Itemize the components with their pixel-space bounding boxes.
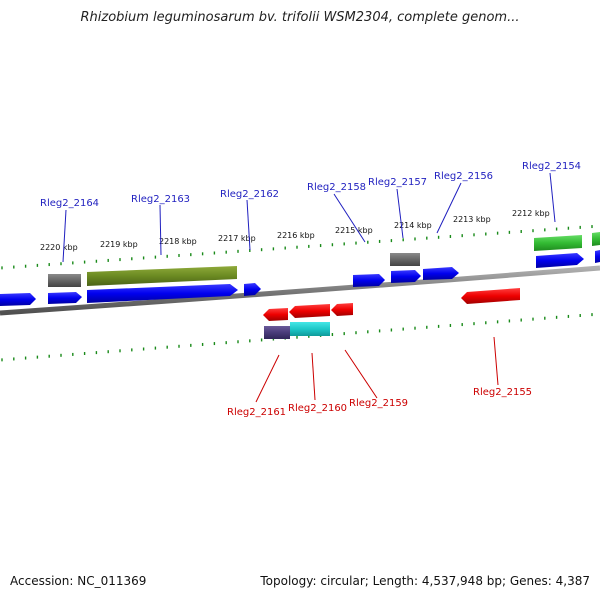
gene-label[interactable]: Rleg2_2158 [307, 182, 366, 193]
gene-arrow-reverse[interactable] [331, 303, 353, 316]
gene-label[interactable]: Rleg2_2161 [227, 407, 286, 418]
gene-label[interactable]: Rleg2_2159 [349, 398, 408, 409]
gene-block-gray[interactable] [390, 253, 420, 266]
kbp-tick-label: 2219 kbp [100, 240, 138, 249]
accession-label: Accession: NC_011369 [10, 574, 147, 588]
kbp-tick-label: 2215 kbp [335, 226, 373, 235]
genome-title: Rhizobium leguminosarum bv. trifolii WSM… [80, 10, 520, 25]
gene-label[interactable]: Rleg2_2156 [434, 171, 493, 182]
kbp-tick-label: 2216 kbp [277, 231, 315, 240]
gene-arrow-reverse[interactable] [461, 288, 520, 304]
gene-leaders-top [62, 172, 556, 263]
kbp-tick-label: 2218 kbp [159, 237, 197, 246]
gene-arrow-reverse[interactable] [289, 304, 330, 318]
gene-arrow-forward[interactable] [0, 293, 36, 306]
gene-arrow-forward[interactable] [423, 267, 459, 280]
gene-block-gray[interactable] [48, 274, 81, 287]
kbp-tick-label: 2213 kbp [453, 215, 491, 224]
gene-label[interactable]: Rleg2_2155 [473, 387, 532, 398]
genome-summary: Topology: circular; Length: 4,537,948 bp… [260, 574, 590, 588]
gene-arrow-forward[interactable] [87, 284, 238, 303]
kbp-tick-label: 2220 kbp [40, 243, 78, 252]
gene-block-cyan[interactable] [290, 322, 330, 336]
gene-labels-top: Rleg2_2164 Rleg2_2163 Rleg2_2162 Rleg2_2… [40, 161, 581, 209]
forward-strand-genes [0, 232, 600, 306]
gene-block-green[interactable] [592, 232, 600, 246]
gene-arrow-reverse[interactable] [263, 308, 288, 321]
genome-backbone [0, 265, 600, 316]
kbp-scale: 2220 kbp 2219 kbp 2218 kbp 2217 kbp 2216… [40, 209, 550, 252]
gene-label[interactable]: Rleg2_2164 [40, 198, 99, 209]
kbp-tick-label: 2212 kbp [512, 209, 550, 218]
gene-arrow-forward[interactable] [48, 292, 82, 304]
gene-block-green[interactable] [534, 235, 582, 251]
gene-block-purple[interactable] [264, 326, 290, 339]
gene-arrow-forward[interactable] [536, 253, 584, 268]
kbp-tick-label: 2214 kbp [394, 221, 432, 230]
gene-leaders-bottom [255, 336, 499, 403]
gene-arrow-forward[interactable] [391, 270, 421, 283]
gene-labels-bottom: Rleg2_2161 Rleg2_2160 Rleg2_2159 Rleg2_2… [227, 387, 532, 418]
kbp-tick-label: 2217 kbp [218, 234, 256, 243]
gene-label[interactable]: Rleg2_2154 [522, 161, 581, 172]
reverse-strand-genes [263, 288, 520, 339]
gene-label[interactable]: Rleg2_2163 [131, 194, 190, 205]
gene-label[interactable]: Rleg2_2160 [288, 403, 347, 414]
gene-block-olive[interactable] [87, 266, 237, 286]
gene-label[interactable]: Rleg2_2157 [368, 177, 427, 188]
gene-arrow-forward[interactable] [353, 274, 385, 287]
gene-arrow-forward[interactable] [595, 250, 600, 263]
gene-arrow-forward[interactable] [244, 283, 261, 296]
gene-label[interactable]: Rleg2_2162 [220, 189, 279, 200]
